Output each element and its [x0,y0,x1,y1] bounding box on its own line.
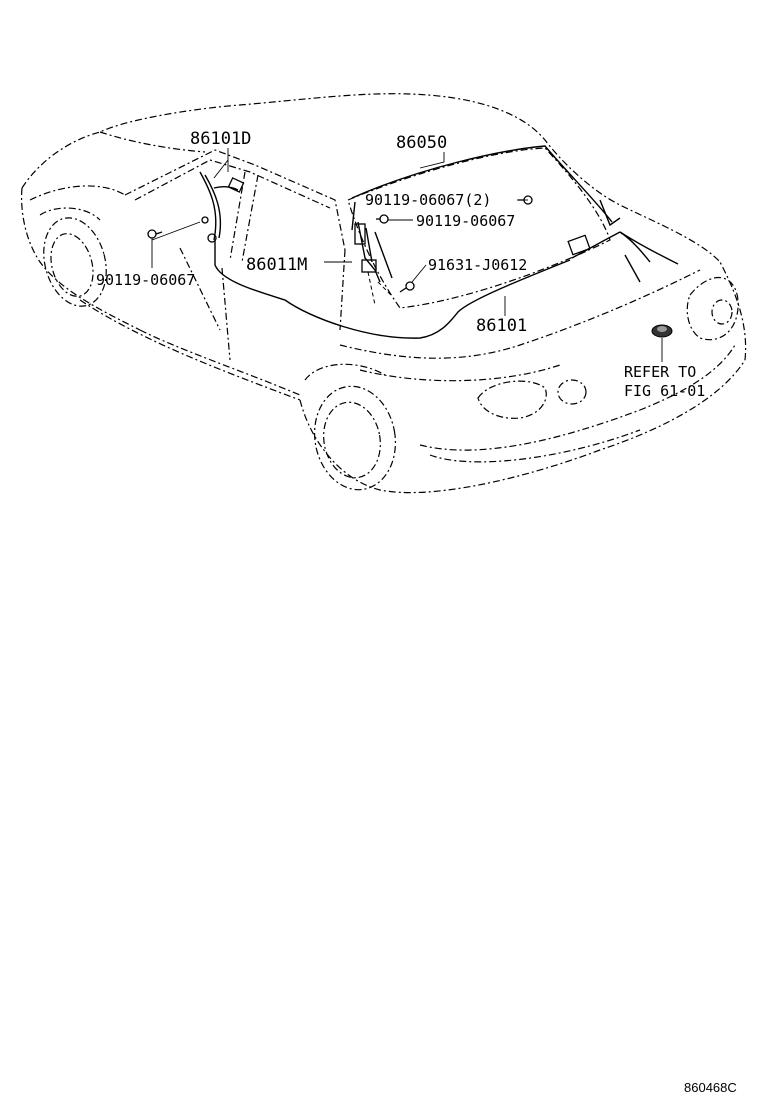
callout-86101D: 86101D [190,129,251,149]
callout-90119-06067-left: 90119-06067 [96,271,195,289]
amplifier-86011M [354,221,393,306]
feeder-cable-86101 [214,231,679,339]
figure-code: 860468C [684,1080,737,1095]
callout-86050: 86050 [396,133,447,153]
antenna-wire-86050 [351,145,621,231]
callout-91631-J0612: 91631-J0612 [428,256,527,274]
bolt-icon-mid [376,214,389,224]
callout-90119-06067-2: 90119-06067(2) [365,191,491,209]
car-body-outline [20,93,747,494]
leader-lines [151,148,663,362]
bolt-icon-right [399,281,415,293]
callout-90119-06067-mid: 90119-06067 [416,212,515,230]
bolt-icon-left [147,216,209,239]
grommet-icon [651,324,673,338]
refer-to-label: REFER TO [624,363,696,381]
cable-86101D [199,171,245,243]
refer-fig-label: FIG 61-01 [624,382,705,400]
callout-86011M: 86011M [246,255,307,275]
callout-86101: 86101 [476,316,527,336]
